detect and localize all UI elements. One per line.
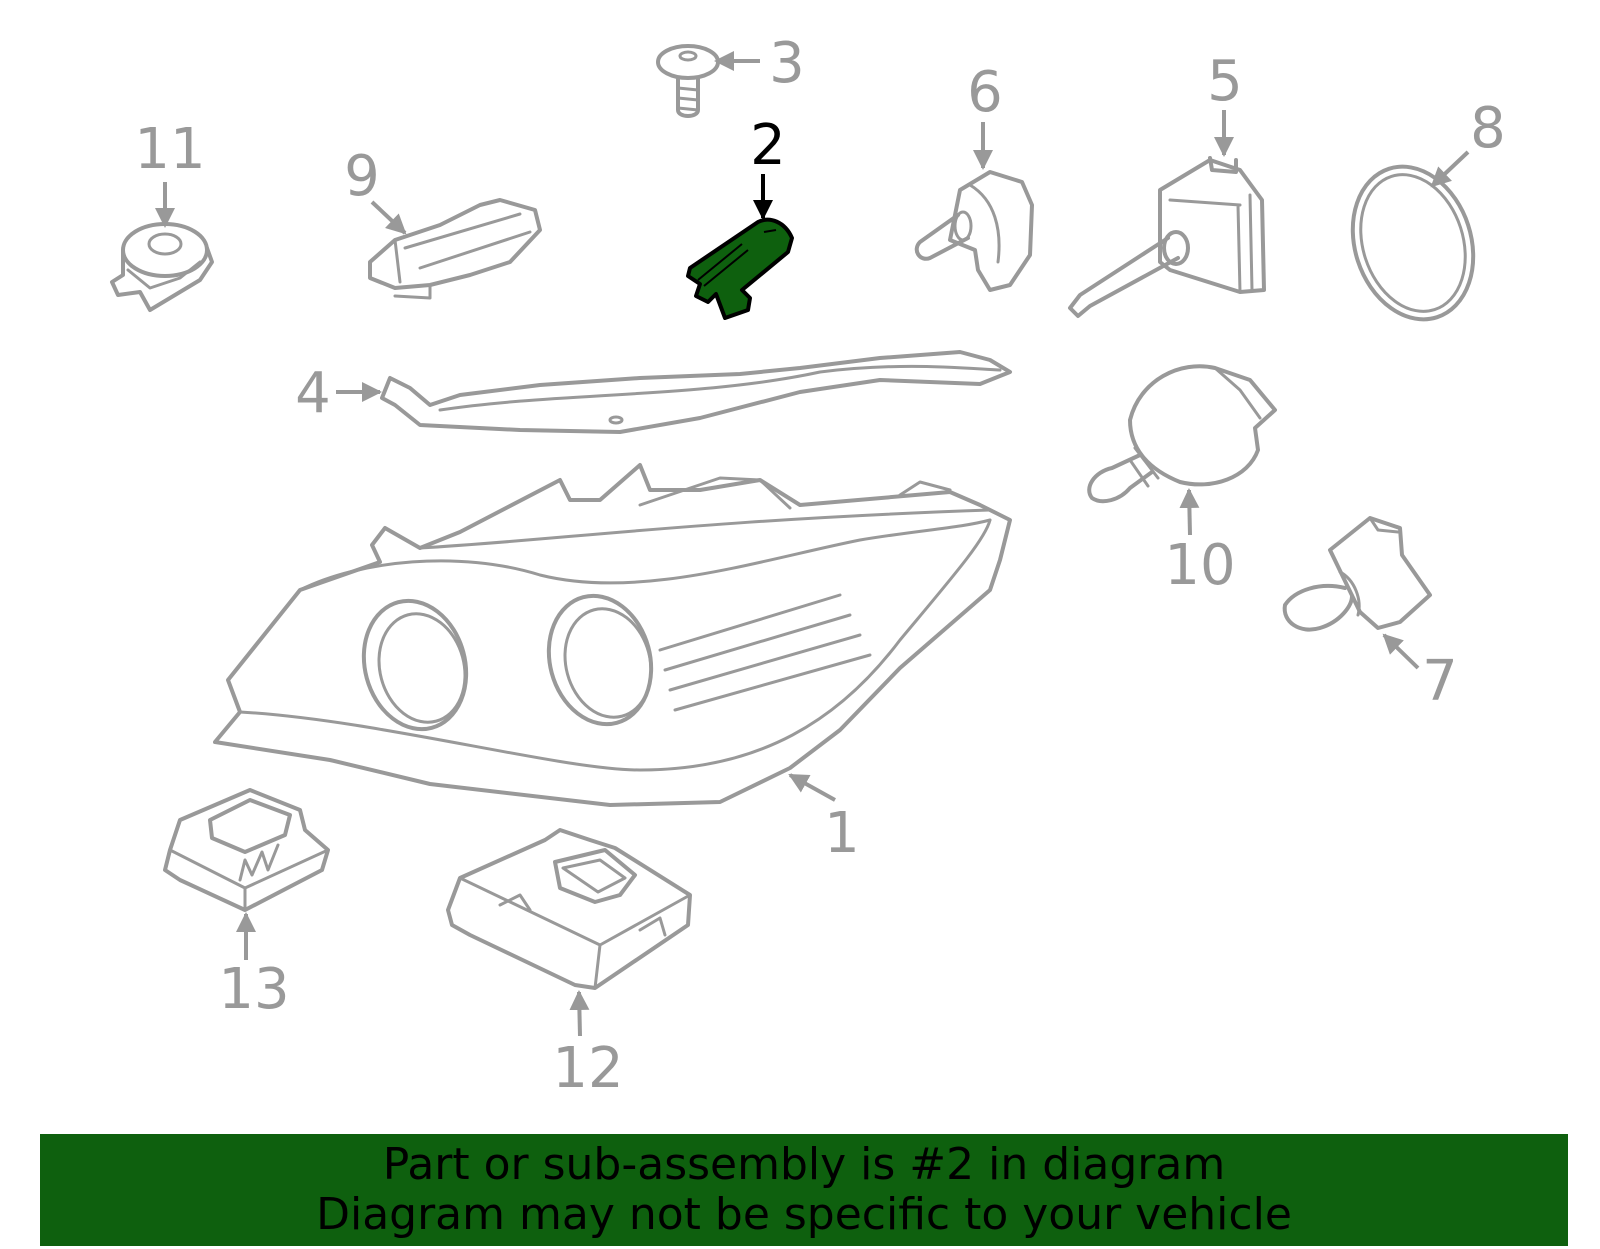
leader-lines xyxy=(155,51,1470,1037)
part-2-bracket-highlighted[interactable] xyxy=(686,217,794,320)
part-10-bulb[interactable] xyxy=(1087,364,1277,504)
callout-numbers: 1 2 3 4 5 6 7 8 9 10 11 12 13 xyxy=(134,31,1505,1101)
callout-8: 8 xyxy=(1470,96,1506,161)
part-3-screw[interactable] xyxy=(656,44,720,118)
callout-3: 3 xyxy=(769,31,805,96)
part-5-hid-bulb[interactable] xyxy=(1068,156,1266,318)
part-9-cover-cap[interactable] xyxy=(368,198,542,300)
callout-7: 7 xyxy=(1422,649,1458,714)
callout-13: 13 xyxy=(218,957,289,1022)
callout-2: 2 xyxy=(750,113,786,178)
part-6-halogen-bulb[interactable] xyxy=(914,170,1034,292)
banner-line-1: Part or sub-assembly is #2 in diagram xyxy=(382,1139,1226,1190)
callout-10: 10 xyxy=(1164,533,1235,598)
callout-11: 11 xyxy=(134,117,205,182)
part-11-actuator[interactable] xyxy=(110,222,214,312)
callout-5: 5 xyxy=(1207,49,1243,114)
callout-4: 4 xyxy=(295,361,331,426)
part-13-control-module[interactable] xyxy=(163,788,330,912)
callout-6: 6 xyxy=(967,60,1003,125)
callout-1: 1 xyxy=(824,801,860,866)
part-12-ballast-module[interactable] xyxy=(446,828,692,990)
info-banner: Part or sub-assembly is #2 in diagram Di… xyxy=(40,1134,1568,1246)
banner-line-2: Diagram may not be specific to your vehi… xyxy=(316,1189,1292,1240)
part-4-seal-strip[interactable] xyxy=(380,350,1012,434)
part-1-headlamp-assembly[interactable] xyxy=(213,463,1012,807)
callout-12: 12 xyxy=(552,1036,623,1101)
callout-9: 9 xyxy=(344,144,380,209)
part-8-ring-gasket[interactable] xyxy=(1334,151,1493,335)
part-7-bulb-socket[interactable] xyxy=(1282,516,1432,632)
